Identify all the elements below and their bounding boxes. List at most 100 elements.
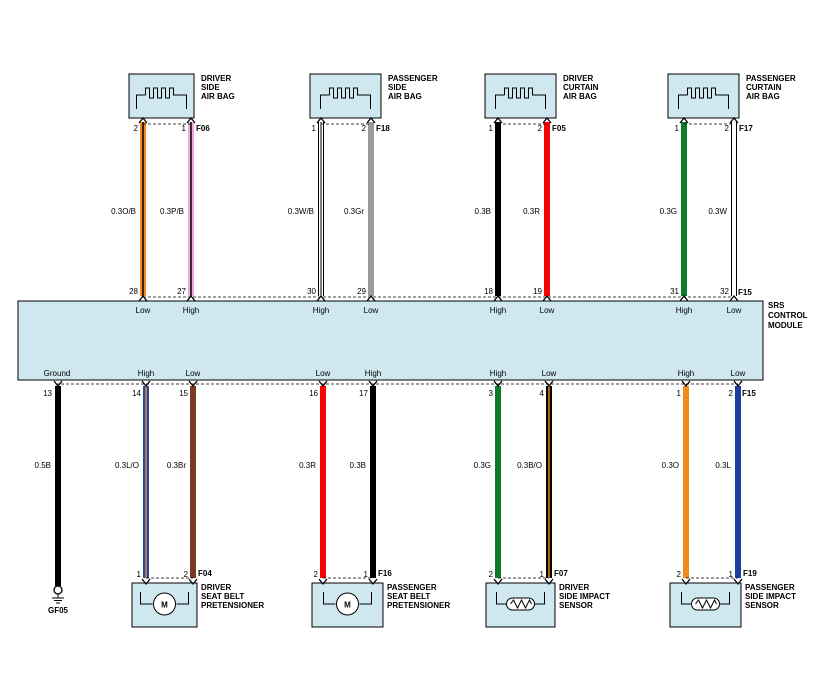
wire-code: 0.3B	[350, 461, 366, 470]
component-connector-id: F05	[552, 124, 566, 133]
module-pin-number: 3	[489, 389, 494, 398]
component-connector-id: F18	[376, 124, 390, 133]
component-pin-number: 1	[675, 124, 680, 133]
pin-arrow-icon	[368, 380, 378, 388]
wire-code: 0.3R	[523, 207, 540, 216]
wire-bottom-4	[546, 386, 552, 578]
component-pin-number: 1	[137, 570, 142, 579]
wire-bottom-3	[495, 386, 501, 578]
component-connector-id: F04	[198, 569, 212, 578]
component-pin-number: 1	[312, 124, 317, 133]
wire-code: 0.3B	[475, 207, 491, 216]
component-name-line: SENSOR	[559, 601, 593, 610]
pin-arrow-icon	[681, 380, 691, 388]
component-name-line: PASSENGER	[387, 583, 437, 592]
component-internal-wiring	[140, 592, 189, 605]
component-name-line: DRIVER	[563, 74, 593, 83]
component-name-line: DRIVER	[201, 74, 231, 83]
module-pin-number: 1	[677, 389, 682, 398]
pin-arrow-icon	[186, 116, 196, 124]
signal-label: Low	[731, 369, 746, 378]
wire-body	[683, 386, 689, 578]
module-label-line: SRS	[768, 301, 785, 310]
wire-top-32	[731, 122, 737, 296]
module-pin-number: 18	[484, 287, 493, 296]
pin-arrow-icon	[493, 116, 503, 124]
pin-arrow-icon	[53, 380, 63, 388]
wire-code: 0.3R	[299, 461, 316, 470]
wire-code: 0.3Br	[167, 461, 186, 470]
wire-code: 0.3B/O	[517, 461, 542, 470]
airbag-squib-icon	[136, 87, 187, 109]
pin-arrow-icon	[138, 116, 148, 124]
component-drv-pre: M	[131, 582, 198, 628]
module-pin-number: 4	[540, 389, 545, 398]
resistor-zigzag-icon	[695, 598, 717, 610]
signal-label: High	[676, 306, 692, 315]
component-pin-number: 2	[362, 124, 367, 133]
wire-bottom-1	[683, 386, 689, 578]
signal-label: Low	[186, 369, 201, 378]
module-pin-number: 28	[129, 287, 138, 296]
pin-arrow-icon	[318, 578, 328, 586]
module-label-line: MODULE	[768, 321, 803, 330]
pin-arrow-icon	[729, 294, 739, 302]
pin-arrow-icon	[493, 578, 503, 586]
wire-code: 0.3P/B	[160, 207, 184, 216]
pin-arrow-icon	[733, 578, 743, 586]
component-name-line: AIR BAG	[388, 92, 422, 101]
wire-code: 0.3G	[660, 207, 677, 216]
wire-code: 0.3W/B	[288, 207, 314, 216]
pin-arrow-icon	[316, 116, 326, 124]
wire-body	[190, 386, 196, 578]
component-pin-number: 1	[540, 570, 545, 579]
module-bottom-connector-id: F15	[742, 389, 756, 398]
signal-label: Low	[364, 306, 379, 315]
component-connector-id: F06	[196, 124, 210, 133]
wire-code: 0.3O	[662, 461, 679, 470]
wire-bottom-17	[370, 386, 376, 578]
component-name-line: SENSOR	[745, 601, 779, 610]
component-name-line: SEAT BELT	[201, 592, 244, 601]
wire-body	[368, 122, 374, 296]
wire-body	[320, 386, 326, 578]
pin-arrow-icon	[544, 380, 554, 388]
wire-code: 0.3G	[474, 461, 491, 470]
wire-top-30	[318, 122, 324, 296]
component-pin-number: 2	[184, 570, 189, 579]
wire-code: 0.3L/O	[115, 461, 139, 470]
ground-signal-label: Ground	[44, 369, 71, 378]
component-pin-number: 1	[364, 570, 369, 579]
component-drv-air	[128, 73, 195, 119]
component-name-line: PASSENGER	[745, 583, 795, 592]
component-pin-number: 1	[182, 124, 187, 133]
module-pin-number: 27	[177, 287, 186, 296]
pin-arrow-icon	[366, 116, 376, 124]
module-pin-number: 31	[670, 287, 679, 296]
pin-arrow-icon	[366, 294, 376, 302]
component-pin-number: 2	[725, 124, 730, 133]
pin-arrow-icon	[188, 380, 198, 388]
signal-label: Low	[727, 306, 742, 315]
component-connector-id: F17	[739, 124, 753, 133]
component-name-line: DRIVER	[559, 583, 589, 592]
component-name-line: DRIVER	[201, 583, 231, 592]
module-pin-number: 29	[357, 287, 366, 296]
wire-body	[544, 122, 550, 296]
srs-control-module	[17, 300, 764, 381]
pin-arrow-icon	[141, 578, 151, 586]
wire-top-31	[681, 122, 687, 296]
module-pin-number: 2	[729, 389, 734, 398]
wire-code: 0.3O/B	[111, 207, 136, 216]
motor-icon	[153, 592, 176, 616]
module-pin-number: 19	[533, 287, 542, 296]
component-pin-number: 1	[489, 124, 494, 133]
component-name-line: SIDE	[388, 83, 407, 92]
pin-arrow-icon	[542, 116, 552, 124]
airbag-squib-icon	[678, 87, 729, 109]
component-name-line: PASSENGER	[388, 74, 438, 83]
airbag-squib-icon	[320, 87, 371, 109]
pin-arrow-icon	[138, 294, 148, 302]
component-name-line: AIR BAG	[201, 92, 235, 101]
component-drv-cur	[484, 73, 557, 119]
